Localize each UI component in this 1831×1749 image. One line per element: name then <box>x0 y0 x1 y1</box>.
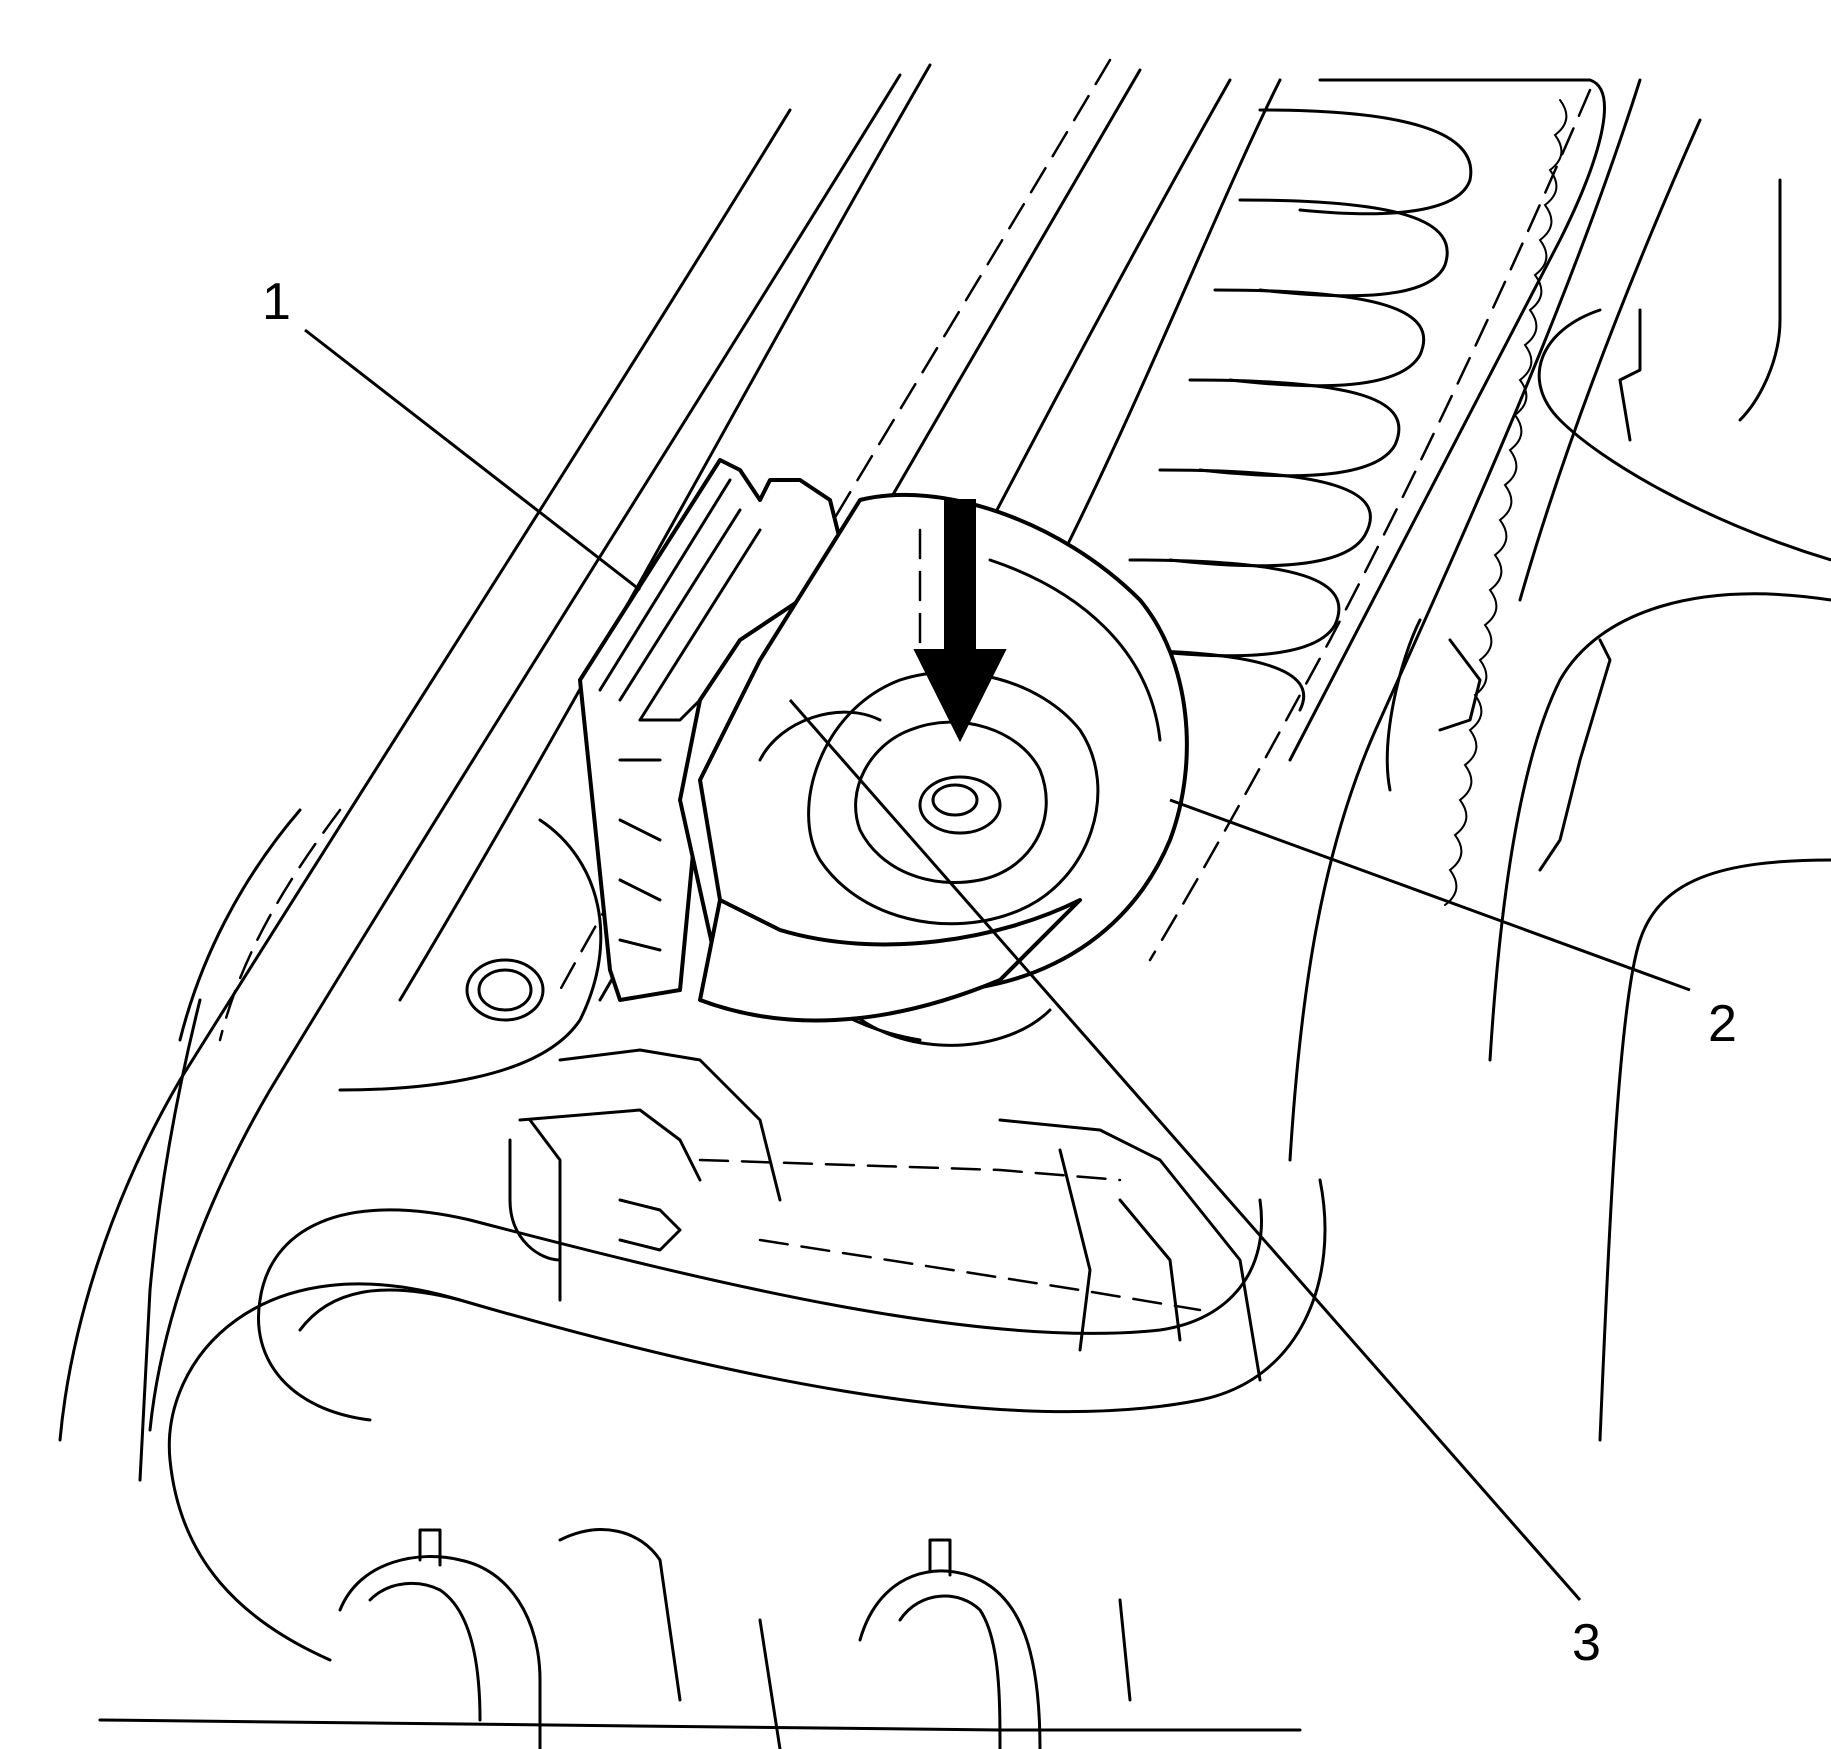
connector-housing <box>508 1048 1262 1382</box>
callout-2: 2 <box>1708 995 1737 1053</box>
leader-1 <box>304 328 641 592</box>
callout-3: 3 <box>1572 1614 1601 1672</box>
right-side-structure <box>1288 78 1831 1442</box>
down-arrow <box>913 499 1007 743</box>
leader-2 <box>1169 798 1691 992</box>
hose-loop <box>167 1178 1327 1662</box>
leader-3 <box>788 699 1582 1601</box>
callout-leaders <box>304 328 1691 1601</box>
ribbed-duct <box>958 78 1606 962</box>
mounting-bracket <box>338 818 603 1092</box>
bottom-fittings <box>98 1528 1302 1749</box>
callout-1: 1 <box>262 273 291 331</box>
grommet-seal <box>698 492 1189 1047</box>
